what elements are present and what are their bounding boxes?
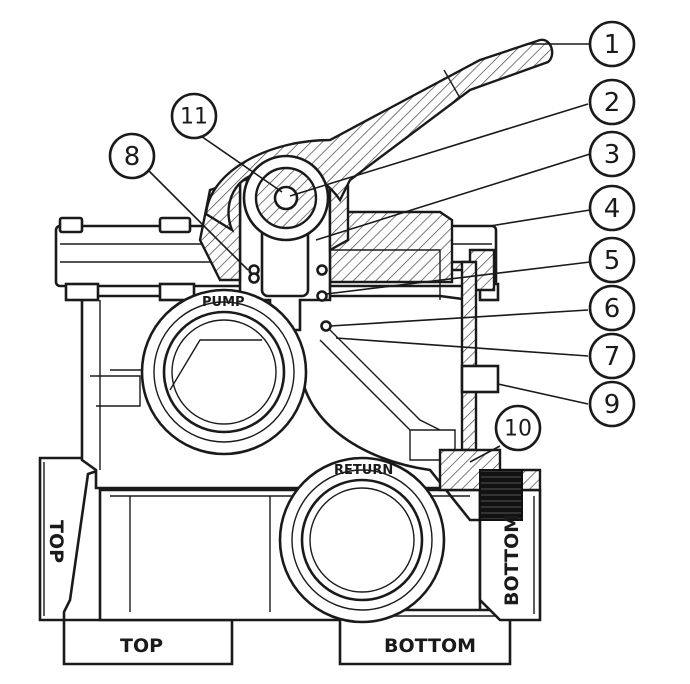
return-port: [278, 456, 446, 624]
callout-10: 10: [494, 404, 542, 452]
svg-text:5: 5: [604, 246, 621, 276]
bottom-right-label: BOTTOM: [501, 514, 523, 606]
callout-1: 1: [588, 20, 636, 68]
svg-text:8: 8: [124, 142, 141, 172]
valve-handle: [204, 38, 554, 242]
callout-7: 7: [588, 332, 636, 380]
callout-2: 2: [588, 78, 636, 126]
svg-text:4: 4: [604, 194, 621, 224]
svg-text:1: 1: [604, 30, 621, 60]
callout-9: 9: [588, 380, 636, 428]
callout-6: 6: [588, 284, 636, 332]
top-bottom-label: TOP: [120, 635, 163, 657]
top-left-label: TOP: [45, 520, 67, 563]
callout-8: 8: [108, 132, 156, 180]
pump-port: [140, 288, 308, 456]
port-labels: PUMP RETURN TOP TOP BOTTOM BOTTOM: [45, 295, 523, 657]
callout-5: 5: [588, 236, 636, 284]
leader-lines: [147, 43, 591, 463]
valve-side-wall: [438, 260, 542, 521]
svg-text:6: 6: [604, 294, 621, 324]
callouts: 1 2 3 4 5 6 7 8: [108, 20, 636, 452]
svg-text:11: 11: [180, 105, 208, 130]
svg-text:3: 3: [604, 140, 621, 170]
svg-text:9: 9: [604, 390, 621, 420]
callout-11: 11: [170, 92, 218, 140]
pump-label: PUMP: [202, 295, 245, 310]
svg-text:7: 7: [604, 342, 621, 372]
callout-4: 4: [588, 184, 636, 232]
svg-text:10: 10: [504, 417, 532, 442]
svg-text:2: 2: [604, 88, 621, 118]
callout-3: 3: [588, 130, 636, 178]
bottom-bottom-label: BOTTOM: [384, 635, 476, 657]
return-label: RETURN: [334, 463, 393, 478]
